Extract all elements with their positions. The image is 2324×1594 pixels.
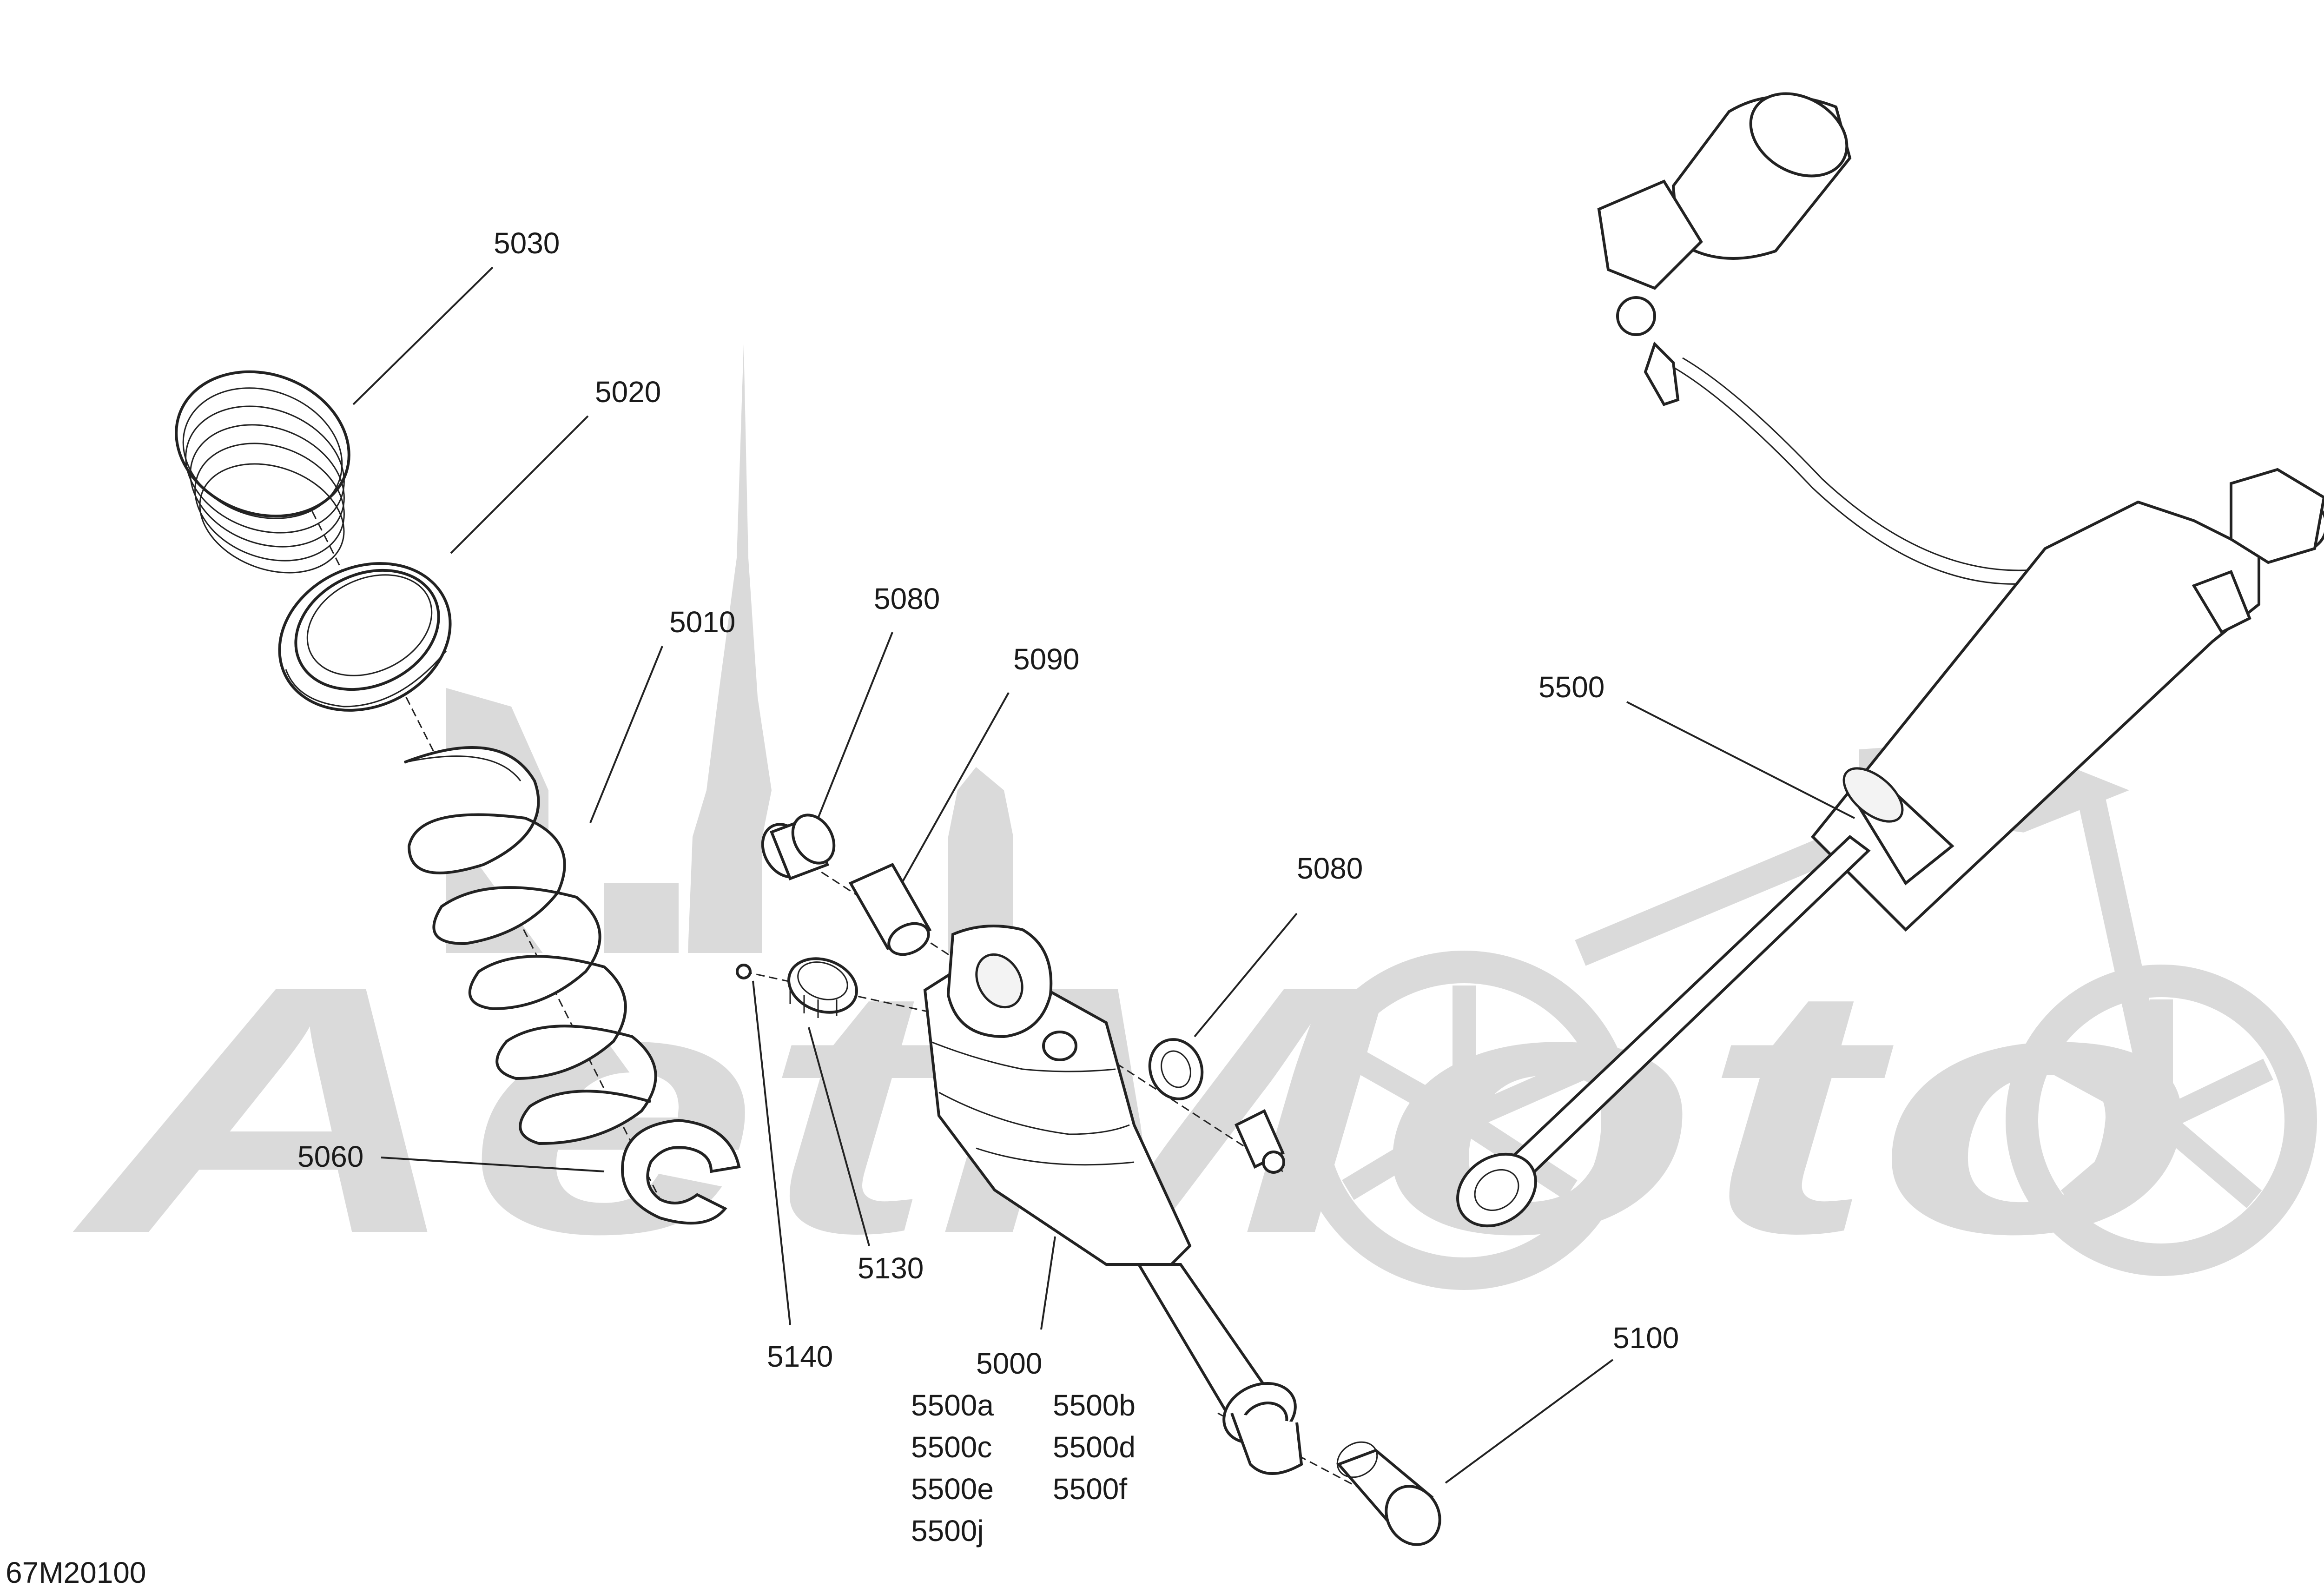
part-5080-bushing-lower	[1148, 1038, 1204, 1100]
callout-5060: 5060	[297, 1140, 363, 1173]
variant-5500e: 5500e	[911, 1472, 994, 1506]
part-5140-screw	[736, 964, 752, 979]
part-5020-spring-seat	[278, 562, 452, 712]
callout-5500: 5500	[1538, 670, 1604, 704]
variant-5500d: 5500d	[1053, 1430, 1136, 1464]
part-5130-adjuster-knob	[787, 957, 858, 1018]
variant-5500f: 5500f	[1053, 1472, 1127, 1506]
callout-5140: 5140	[767, 1340, 833, 1373]
part-5030-bump-stop	[175, 370, 350, 574]
bolt	[1235, 1109, 1285, 1174]
part-5500-shock-assembly	[1456, 92, 2324, 1228]
part-5100-bushing	[1336, 1441, 1441, 1546]
callout-5030: 5030	[494, 226, 560, 260]
part-5000-shock-absorber	[923, 925, 1303, 1475]
callout-5080-upper: 5080	[874, 582, 940, 615]
callout-5020: 5020	[595, 375, 661, 409]
callout-5000: 5000	[976, 1347, 1042, 1380]
variant-5500b: 5500b	[1053, 1389, 1136, 1422]
callout-labels: 5030 5020 5010 5080 5090 5080 5500 5060 …	[6, 226, 1679, 1589]
callout-5080-lower: 5080	[1297, 852, 1363, 885]
part-5010-coil-spring	[403, 746, 657, 1145]
variant-5500a: 5500a	[911, 1389, 994, 1422]
variant-5500c: 5500c	[911, 1430, 992, 1464]
variant-5500j: 5500j	[911, 1514, 984, 1548]
callout-5010: 5010	[669, 605, 735, 639]
part-5080-bushing-upper	[761, 814, 836, 880]
diagram-code: 67M20100	[6, 1556, 146, 1589]
leader-lines	[352, 266, 1855, 1484]
callout-5130: 5130	[858, 1251, 924, 1285]
callout-5090: 5090	[1013, 642, 1079, 676]
callout-5100: 5100	[1613, 1321, 1679, 1355]
part-5060-retainer-clip	[621, 1118, 741, 1225]
part-5090-sleeve	[848, 863, 932, 956]
